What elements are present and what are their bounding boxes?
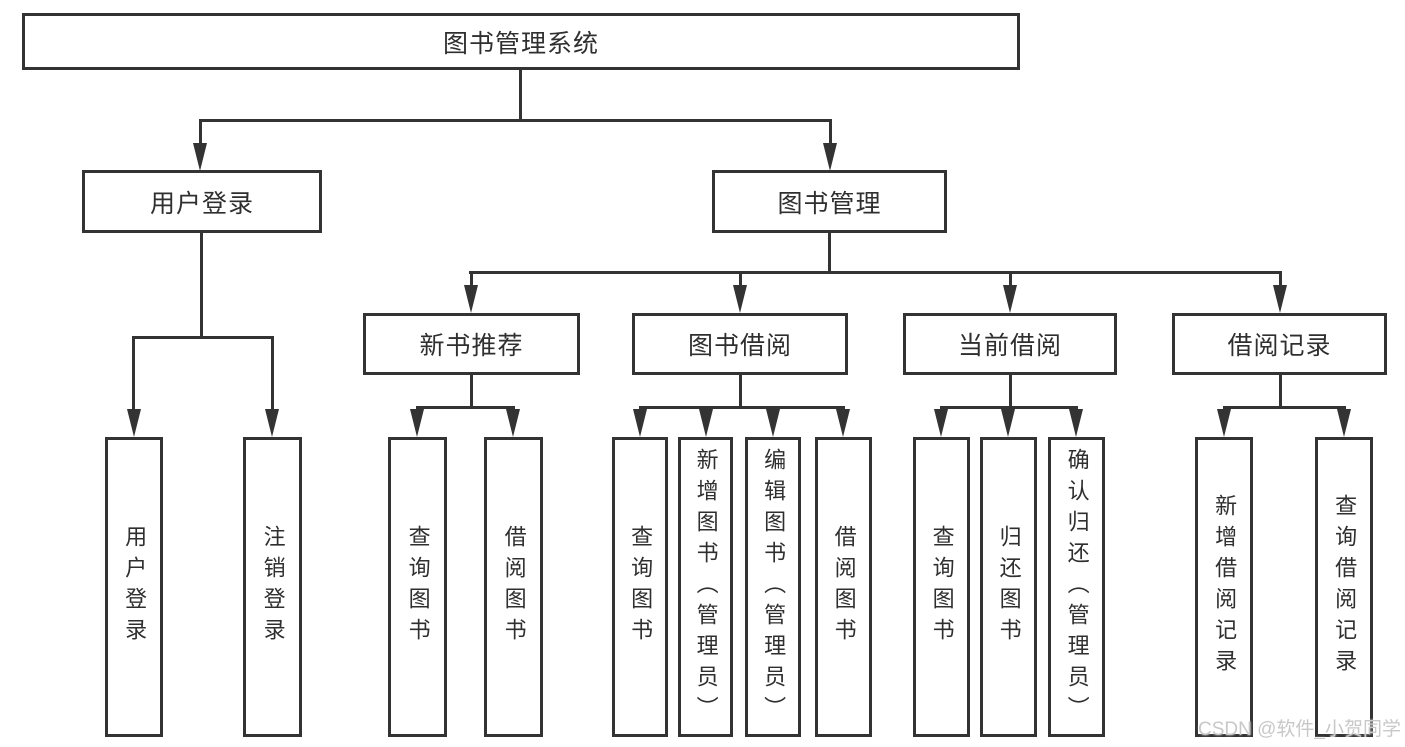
arrow-down-icon	[410, 409, 424, 437]
arrow-down-icon	[1001, 409, 1015, 437]
arrow-down-icon	[1003, 285, 1017, 313]
leaf-label: 新增图书（管理员）	[693, 447, 719, 727]
arrow-down-icon	[1217, 409, 1231, 437]
leaf-edit-books-admin: 编辑图书（管理员）	[745, 437, 801, 737]
connector-arrow-stem	[132, 336, 135, 410]
leaf-label: 用户登录	[122, 525, 148, 649]
arrow-down-icon	[766, 409, 780, 437]
arrow-down-icon	[464, 285, 478, 313]
leaf-query-books-borrowing: 查询图书	[612, 437, 668, 737]
connector-userlogin-branch	[132, 336, 274, 339]
leaf-add-books-admin: 新增图书（管理员）	[678, 437, 733, 737]
node-label: 用户登录	[149, 189, 254, 218]
connector-arrow-stem	[1279, 271, 1282, 287]
connector-root-stem	[519, 69, 522, 122]
connector-group-stem	[1279, 375, 1282, 408]
leaf-user-login: 用户登录	[105, 437, 163, 737]
node-label: 新书推荐	[419, 332, 524, 360]
node-new-book-recommend: 新书推荐	[363, 313, 580, 375]
leaf-query-books-current: 查询图书	[913, 437, 970, 737]
leaf-label: 编辑图书（管理员）	[761, 447, 787, 727]
arrow-down-icon	[506, 409, 520, 437]
leaf-query-borrow-record: 查询借阅记录	[1315, 437, 1373, 737]
leaf-return-books: 归还图书	[980, 437, 1037, 737]
node-label: 图书管理系统	[442, 29, 599, 58]
node-label: 当前借阅	[957, 332, 1062, 360]
leaf-logout: 注销登录	[243, 437, 302, 737]
leaf-label: 查询图书	[929, 525, 955, 649]
arrow-down-icon	[836, 409, 850, 437]
leaf-label: 归还图书	[996, 525, 1022, 649]
leaf-borrow-books-recommend: 借阅图书	[484, 437, 543, 737]
arrow-down-icon	[193, 143, 207, 171]
leaf-confirm-return-admin: 确认归还（管理员）	[1048, 437, 1105, 737]
arrow-down-icon	[823, 143, 837, 171]
leaf-label: 确认归还（管理员）	[1064, 447, 1090, 727]
connector-arrow-stem	[199, 119, 202, 145]
leaf-label: 查询图书	[405, 525, 431, 649]
connector-arrow-stem	[739, 271, 742, 287]
connector-arrow-stem	[829, 119, 832, 145]
node-book-management: 图书管理	[712, 170, 947, 233]
connector-group-stem	[739, 375, 742, 408]
leaf-label: 查询借阅记录	[1332, 494, 1358, 680]
connector-arrow-stem	[470, 271, 473, 287]
csdn-watermark: CSDN @软件_小贺同学	[1198, 719, 1401, 740]
leaf-label: 借阅图书	[501, 525, 527, 649]
connector-arrow-stem	[1009, 271, 1012, 287]
arrow-down-icon	[1337, 409, 1351, 437]
arrow-down-icon	[699, 409, 713, 437]
connector-group-stem	[1009, 375, 1012, 408]
node-library-management-system: 图书管理系统	[22, 13, 1020, 70]
arrow-down-icon	[633, 409, 647, 437]
connector-bookmgmt-stem	[828, 233, 831, 273]
arrow-down-icon	[934, 409, 948, 437]
node-current-borrowing: 当前借阅	[903, 313, 1117, 375]
leaf-label: 注销登录	[260, 525, 286, 649]
node-borrowing-records: 借阅记录	[1172, 313, 1387, 375]
arrow-down-icon	[1069, 409, 1083, 437]
leaf-label: 新增借阅记录	[1212, 494, 1238, 680]
node-label: 图书借阅	[687, 332, 792, 360]
connector-group-branch	[1223, 406, 1345, 409]
connector-arrow-stem	[271, 336, 274, 410]
connector-l2-branch	[199, 119, 832, 122]
node-label: 图书管理	[777, 189, 882, 218]
leaf-label: 查询图书	[628, 525, 654, 649]
connector-group-branch	[639, 406, 844, 409]
leaf-query-books-recommend: 查询图书	[388, 437, 447, 737]
leaf-label: 借阅图书	[831, 525, 857, 649]
node-user-login: 用户登录	[82, 170, 322, 233]
arrow-down-icon	[265, 409, 279, 437]
node-label: 借阅记录	[1227, 332, 1332, 360]
connector-userlogin-stem	[200, 233, 203, 338]
node-book-borrowing: 图书借阅	[632, 313, 848, 375]
leaf-borrow-books: 借阅图书	[815, 437, 872, 737]
leaf-add-borrow-record: 新增借阅记录	[1195, 437, 1253, 737]
arrow-down-icon	[1273, 285, 1287, 313]
connector-group-stem	[470, 375, 473, 408]
arrow-down-icon	[127, 409, 141, 437]
connector-l3-branch	[469, 271, 1282, 274]
arrow-down-icon	[733, 285, 747, 313]
connector-group-branch	[416, 406, 515, 409]
